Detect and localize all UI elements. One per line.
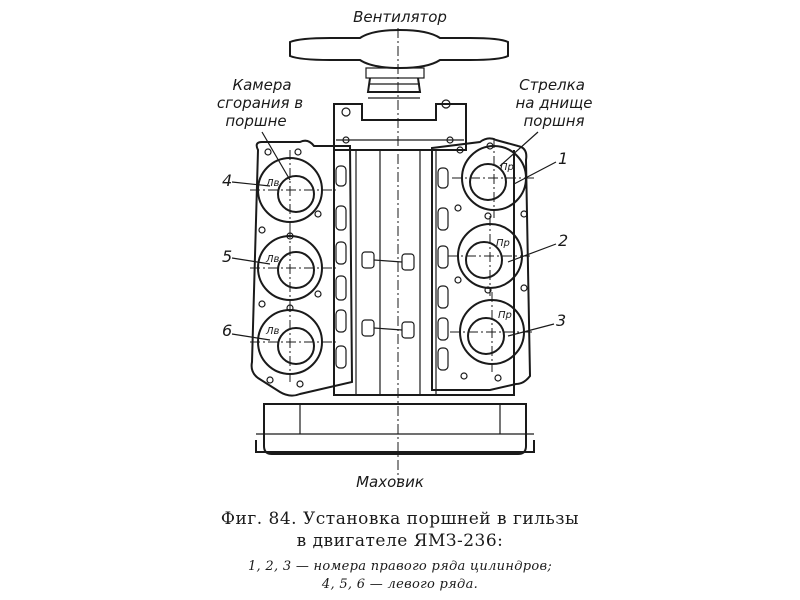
cylinder-label-5: 5: [222, 247, 232, 266]
right-cylinder-head: [431, 137, 532, 391]
piston-arrow-leader: [499, 131, 539, 167]
combustion-chamber-label-2: сгорания в: [217, 94, 303, 112]
cylinder-4-mark: Лв: [265, 178, 280, 189]
center-bosses: [361, 251, 415, 339]
combustion-chamber-label-3: поршне: [225, 112, 286, 130]
cylinder-label-2: 2: [558, 231, 568, 250]
fan: [289, 28, 509, 99]
cylinder-6: Лв: [250, 302, 336, 382]
caption-note-line1: 1, 2, 3 — номера правого ряда цилиндров;: [247, 559, 553, 574]
figure-legend: 1, 2, 3 — номера правого ряда цилиндров;…: [0, 558, 800, 594]
cylinder-label-6: 6: [222, 321, 232, 340]
piston-arrow-label-2: на днище: [515, 94, 592, 112]
left-cylinder-head: [250, 139, 354, 397]
caption-title-line2: в двигателе ЯМЗ-236:: [296, 531, 504, 551]
cylinder-6-mark: Лв: [265, 326, 280, 337]
cylinder-1: Пр: [452, 138, 536, 218]
caption-title-line1: Фиг. 84. Установка поршней в гильзы: [220, 509, 580, 529]
flywheel-housing: [255, 403, 535, 455]
flywheel-label: Маховик: [356, 473, 424, 491]
cylinder-label-1: 1: [558, 149, 568, 168]
cylinder-5-mark: Лв: [265, 254, 280, 265]
piston-arrow-label-1: Стрелка: [519, 76, 585, 94]
combustion-chamber-label-1: Камера: [232, 76, 291, 94]
cylinder-label-3: 3: [556, 311, 566, 330]
cylinder-2-mark: Пр: [496, 238, 510, 249]
figure-caption: Фиг. 84. Установка поршней в гильзы в дв…: [0, 508, 800, 552]
cylinder-label-4: 4: [222, 171, 232, 190]
cylinder-block: [333, 150, 515, 396]
cylinder-2: Пр: [448, 216, 532, 296]
cylinder-1-mark: Пр: [500, 162, 514, 173]
combustion-chamber-leader: [261, 131, 291, 181]
cylinder-5: Лв: [250, 228, 336, 308]
caption-note-line2: 4, 5, 6 — левого ряда.: [321, 577, 479, 592]
fan-label: Вентилятор: [353, 8, 447, 26]
piston-arrow-label-3: поршня: [523, 112, 584, 130]
cylinder-4: Лв: [250, 150, 336, 230]
front-cover: [333, 99, 467, 151]
cylinder-3-mark: Пр: [498, 310, 512, 321]
